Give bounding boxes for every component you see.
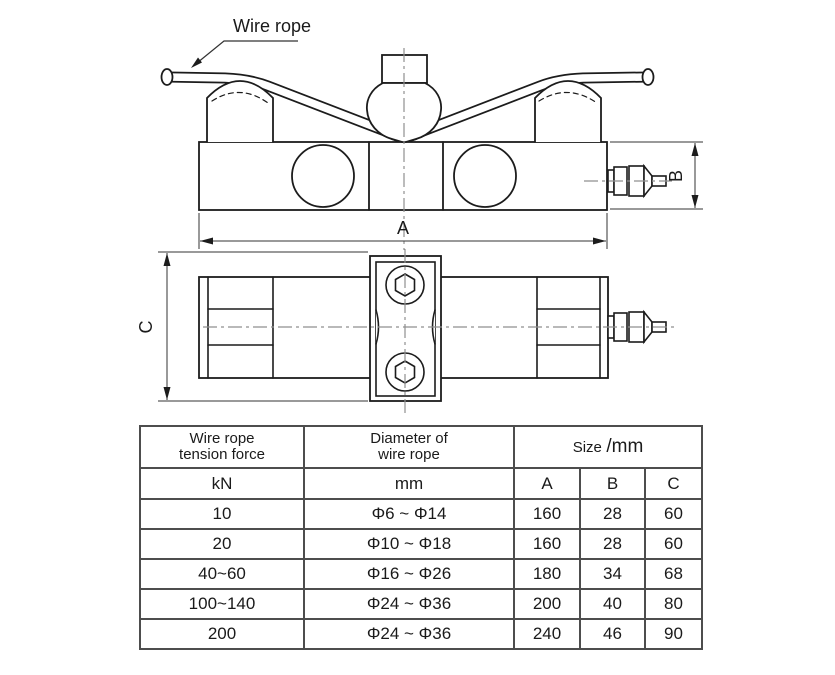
unit-c: C [644, 467, 703, 500]
front-view [160, 54, 667, 211]
rope-callout-arrowhead [191, 57, 202, 68]
dim-c-label: C [136, 321, 156, 334]
cell-diameter: Φ6 ~ Φ14 [303, 498, 515, 530]
ball-clamp [366, 82, 442, 143]
dimension-b [610, 141, 703, 210]
cell-c: 80 [644, 588, 703, 620]
header-size: Size /mm [513, 425, 703, 469]
left-saddle-hidden-arc [211, 91, 269, 104]
header-tension-force: Wire rope tension force [139, 425, 305, 469]
cell-a: 240 [513, 618, 581, 650]
dim-c-arrow-bottom [163, 387, 171, 400]
cell-diameter: Φ24 ~ Φ36 [303, 588, 515, 620]
rope-callout-text: Wire rope [233, 16, 311, 36]
cell-force: 10 [139, 498, 305, 530]
right-saddle-hidden-arc [538, 91, 598, 104]
centerlines-plan [203, 249, 676, 414]
header-tension-line1: Wire rope [189, 430, 255, 447]
table-row: 20 Φ10 ~ Φ18 160 28 60 [139, 528, 703, 560]
rope-end-left [160, 68, 174, 86]
cell-b: 28 [579, 528, 646, 560]
centerlines-front [403, 48, 672, 250]
header-diameter-line1: Diameter of [370, 430, 448, 447]
cell-b: 34 [579, 558, 646, 590]
table-row: 40~60 Φ16 ~ Φ26 180 34 68 [139, 558, 703, 590]
cell-force: 200 [139, 618, 305, 650]
cell-c: 60 [644, 528, 703, 560]
header-diameter-line2: wire rope [378, 446, 440, 463]
cell-a: 180 [513, 558, 581, 590]
cell-diameter: Φ16 ~ Φ26 [303, 558, 515, 590]
cell-a: 160 [513, 498, 581, 530]
dim-c-arrow-top [163, 253, 171, 266]
cell-b: 28 [579, 498, 646, 530]
cell-force: 40~60 [139, 558, 305, 590]
rope-hole-left [291, 144, 355, 208]
table-row: 200 Φ24 ~ Φ36 240 46 90 [139, 618, 703, 650]
header-diameter: Diameter of wire rope [303, 425, 515, 469]
rope-end-right [641, 68, 655, 86]
dim-a-arrow-right [593, 237, 606, 245]
cell-c: 68 [644, 558, 703, 590]
dim-b-arrow-top [691, 143, 699, 156]
header-size-unit: /mm [606, 436, 644, 457]
cell-a: 200 [513, 588, 581, 620]
cell-force: 100~140 [139, 588, 305, 620]
cell-force: 20 [139, 528, 305, 560]
rope-callout-leader [196, 40, 298, 64]
unit-diameter: mm [303, 467, 515, 500]
unit-a: A [513, 467, 581, 500]
rope-callout: Wire rope [191, 16, 311, 68]
dim-a-label: A [397, 218, 409, 238]
table-units-row: kN mm A B C [139, 467, 703, 500]
cell-b: 40 [579, 588, 646, 620]
sensor-body [198, 141, 608, 211]
right-saddle [534, 80, 602, 143]
unit-force: kN [139, 467, 305, 500]
dimension-c [158, 251, 368, 402]
spec-table: Wire rope tension force Diameter of wire… [139, 425, 703, 650]
plan-view [198, 255, 667, 402]
table-row: 100~140 Φ24 ~ Φ36 200 40 80 [139, 588, 703, 620]
dim-a-arrow-left [200, 237, 213, 245]
header-tension-line2: tension force [179, 446, 265, 463]
left-saddle [206, 80, 274, 143]
table-header-row: Wire rope tension force Diameter of wire… [139, 425, 703, 469]
cell-a: 160 [513, 528, 581, 560]
cell-c: 60 [644, 498, 703, 530]
header-size-word: Size [572, 439, 602, 456]
rope-hole-right [453, 144, 517, 208]
cell-diameter: Φ24 ~ Φ36 [303, 618, 515, 650]
dim-b-label: B [666, 170, 686, 182]
cell-c: 90 [644, 618, 703, 650]
dimension-a [198, 213, 608, 249]
cell-b: 46 [579, 618, 646, 650]
cell-diameter: Φ10 ~ Φ18 [303, 528, 515, 560]
unit-b: B [579, 467, 646, 500]
dim-b-arrow-bottom [691, 195, 699, 208]
table-row: 10 Φ6 ~ Φ14 160 28 60 [139, 498, 703, 530]
